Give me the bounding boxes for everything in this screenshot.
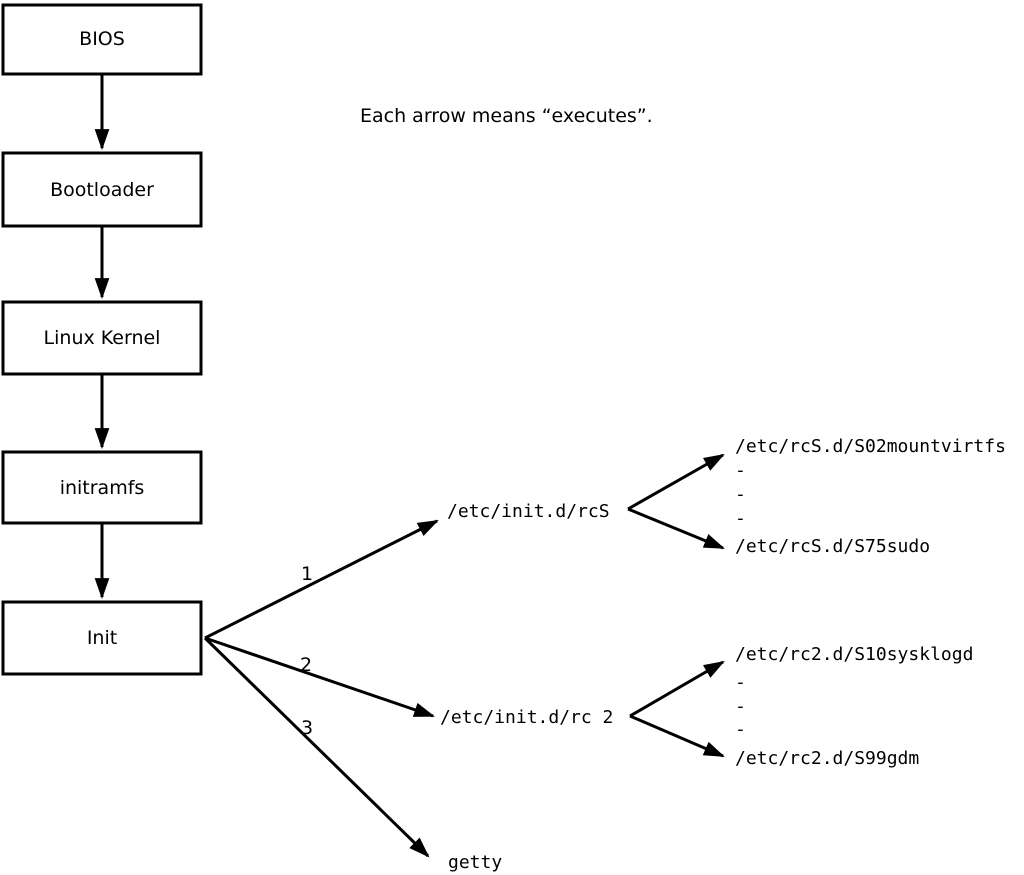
box-linux-kernel <box>1 300 203 376</box>
branch-3-number: 3 <box>301 717 313 739</box>
branch-2-number: 2 <box>300 654 312 676</box>
rc2-script-dash-1: - <box>735 672 746 693</box>
arrow-rc2-to-s99gdm <box>629 714 725 758</box>
box-init <box>1 600 203 676</box>
rcs-script-dash-1: - <box>735 460 746 481</box>
rcs-script-s75sudo: /etc/rcS.d/S75sudo <box>735 536 930 557</box>
box-initramfs-label: initramfs <box>60 477 145 499</box>
arrow-init-to-rcs <box>204 519 439 640</box>
rc2-script-dash-3: - <box>735 719 746 740</box>
branch-1-number: 1 <box>301 563 313 585</box>
rc2-script-s99gdm: /etc/rc2.d/S99gdm <box>735 748 919 769</box>
box-initramfs <box>1 450 203 525</box>
box-bootloader-label: Bootloader <box>50 179 154 201</box>
arrow-init-to-rc2 <box>204 636 435 718</box>
diagram-note: Each arrow means “executes”. <box>360 105 653 127</box>
box-bios <box>1 3 203 76</box>
arrow-rcs-to-s75sudo <box>627 507 725 550</box>
box-bootloader <box>1 151 203 228</box>
box-init-label: Init <box>87 627 117 649</box>
arrow-rcs-to-s02mountvirtfs <box>627 453 725 511</box>
target-rcs-label: /etc/init.d/rcS <box>447 501 610 522</box>
rc2-script-dash-2: - <box>735 696 746 717</box>
rcs-script-dash-2: - <box>735 484 746 505</box>
rc2-script-s10sysklogd: /etc/rc2.d/S10sysklogd <box>735 644 973 665</box>
box-linux-kernel-label: Linux Kernel <box>44 327 161 349</box>
arrow-init-to-getty <box>203 636 430 858</box>
arrow-rc2-to-s10sysklogd <box>629 660 725 718</box>
target-getty-label: getty <box>448 852 502 873</box>
box-bios-label: BIOS <box>79 28 125 50</box>
rcs-script-dash-3: - <box>735 508 746 529</box>
target-rc2-label: /etc/init.d/rc 2 <box>440 707 613 728</box>
rcs-script-s02mountvirtfs: /etc/rcS.d/S02mountvirtfs <box>735 436 1006 457</box>
